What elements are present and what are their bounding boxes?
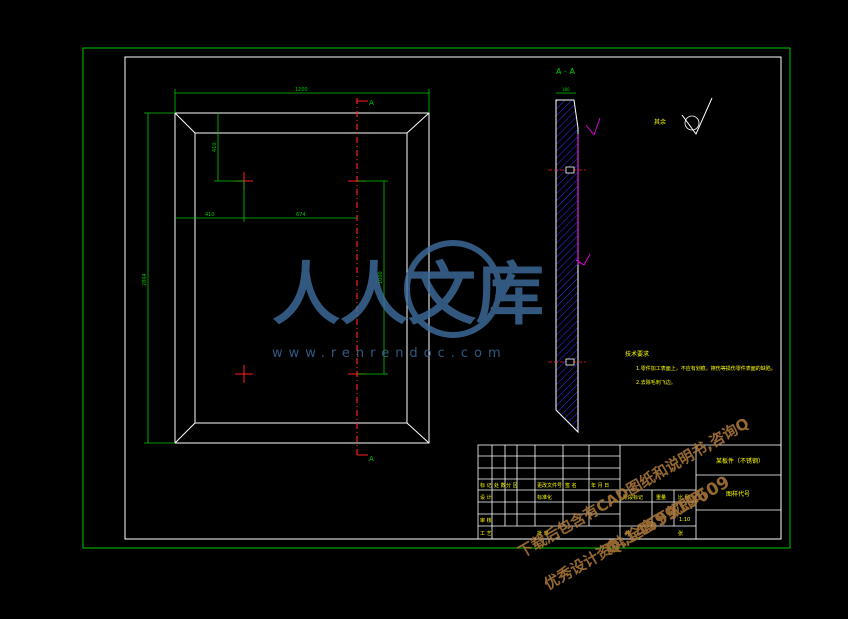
- svg-text:设 计: 设 计: [480, 494, 492, 501]
- svg-text:共: 共: [625, 530, 630, 537]
- svg-text:年 月 日: 年 月 日: [591, 482, 609, 489]
- dim-section-thickness: 180: [562, 87, 570, 92]
- svg-text:标准化: 标准化: [537, 494, 552, 501]
- dim-hole-spacing-h: 674: [296, 212, 306, 218]
- cut-marker-bottom: A: [369, 455, 374, 463]
- dim-left-offset: 410: [205, 212, 215, 218]
- panel-outer-outline: [174, 112, 430, 444]
- dim-top-offset: 410: [212, 142, 218, 152]
- section-label: A - A: [556, 67, 575, 76]
- svg-text:1:10: 1:10: [679, 517, 690, 523]
- watermark-logo: 人人文库 www.renrendoc.com: [272, 240, 544, 361]
- svg-text:张: 张: [678, 530, 683, 537]
- svg-text:工 艺: 工 艺: [480, 531, 492, 537]
- svg-text:比 例: 比 例: [678, 494, 690, 501]
- svg-text:阶段标记: 阶段标记: [623, 494, 643, 501]
- tech-req-item-1: 1.零件加工表面上，不应有划痕，擦伤等损伤零件表面的缺陷。: [636, 365, 776, 372]
- title-block: [477, 444, 782, 540]
- svg-text:签 名: 签 名: [565, 482, 577, 489]
- svg-text:更改文件号: 更改文件号: [537, 482, 562, 489]
- dim-overall-width: 1200: [295, 87, 308, 93]
- dim-overall-height: 2864: [142, 273, 148, 286]
- outer-border: [82, 47, 791, 549]
- title-main: 某板件（不锈钢）: [716, 457, 764, 465]
- title-sub: 图样代号: [726, 490, 750, 498]
- section-view: 180: [548, 87, 586, 434]
- watermark-logo-text: 人人文库: [272, 256, 544, 335]
- watermark-url: www.renrendoc.com: [272, 346, 507, 361]
- roughness-symbol: 其余: [654, 97, 713, 135]
- svg-text:重量: 重量: [656, 494, 666, 501]
- tech-req-title: 技术要求: [625, 350, 649, 358]
- svg-text:批 准: 批 准: [537, 530, 549, 537]
- section-hatch: [555, 99, 579, 434]
- tech-req-item-2: 2.去除毛刺飞边。: [636, 379, 676, 386]
- cut-marker-top: A: [369, 99, 374, 107]
- surface-finish-label: 其余: [654, 118, 666, 126]
- promo-watermark: 下载后包含有CAD图纸和说明书,咨询Q Q:1459919609 优秀设计资料,…: [515, 414, 752, 593]
- svg-text:分 区: 分 区: [506, 482, 518, 489]
- svg-text:审 核: 审 核: [480, 517, 492, 524]
- title-block-text: 标 记 处 数 分 区 更改文件号 签 名 年 月 日 设 计 标准化 审 核 …: [480, 482, 690, 537]
- svg-text:处 数: 处 数: [494, 482, 506, 489]
- dim-hole-spacing-v: 1000: [378, 271, 384, 284]
- finish-symbols: [575, 117, 601, 266]
- inner-frame: [124, 56, 782, 540]
- plan-dimensions: [144, 89, 430, 444]
- svg-text:标 记: 标 记: [480, 482, 492, 489]
